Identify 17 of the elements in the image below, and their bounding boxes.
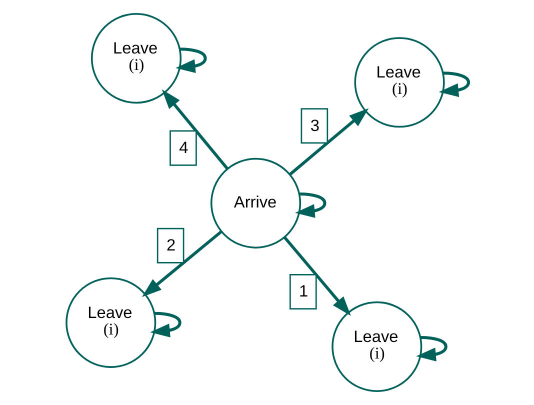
arrow [175, 48, 206, 74]
edge-label: 4 [178, 138, 188, 157]
edge-label: 2 [166, 236, 176, 255]
arrow [150, 312, 181, 338]
node-circle: Leave (i) [331, 301, 422, 392]
node-circle: Leave (i) [90, 13, 182, 104]
edge-label: 1 [298, 282, 308, 301]
arrow [161, 89, 228, 170]
arrow [282, 236, 350, 316]
node-circle: Arrive [210, 158, 301, 248]
arrow [141, 230, 222, 297]
arrow [294, 192, 326, 218]
edge-label: 3 [310, 116, 319, 135]
arrow [438, 72, 470, 98]
node-circle: Leave (i) [354, 37, 444, 128]
arrow [416, 336, 447, 362]
node-circle: Leave (i) [65, 277, 156, 368]
